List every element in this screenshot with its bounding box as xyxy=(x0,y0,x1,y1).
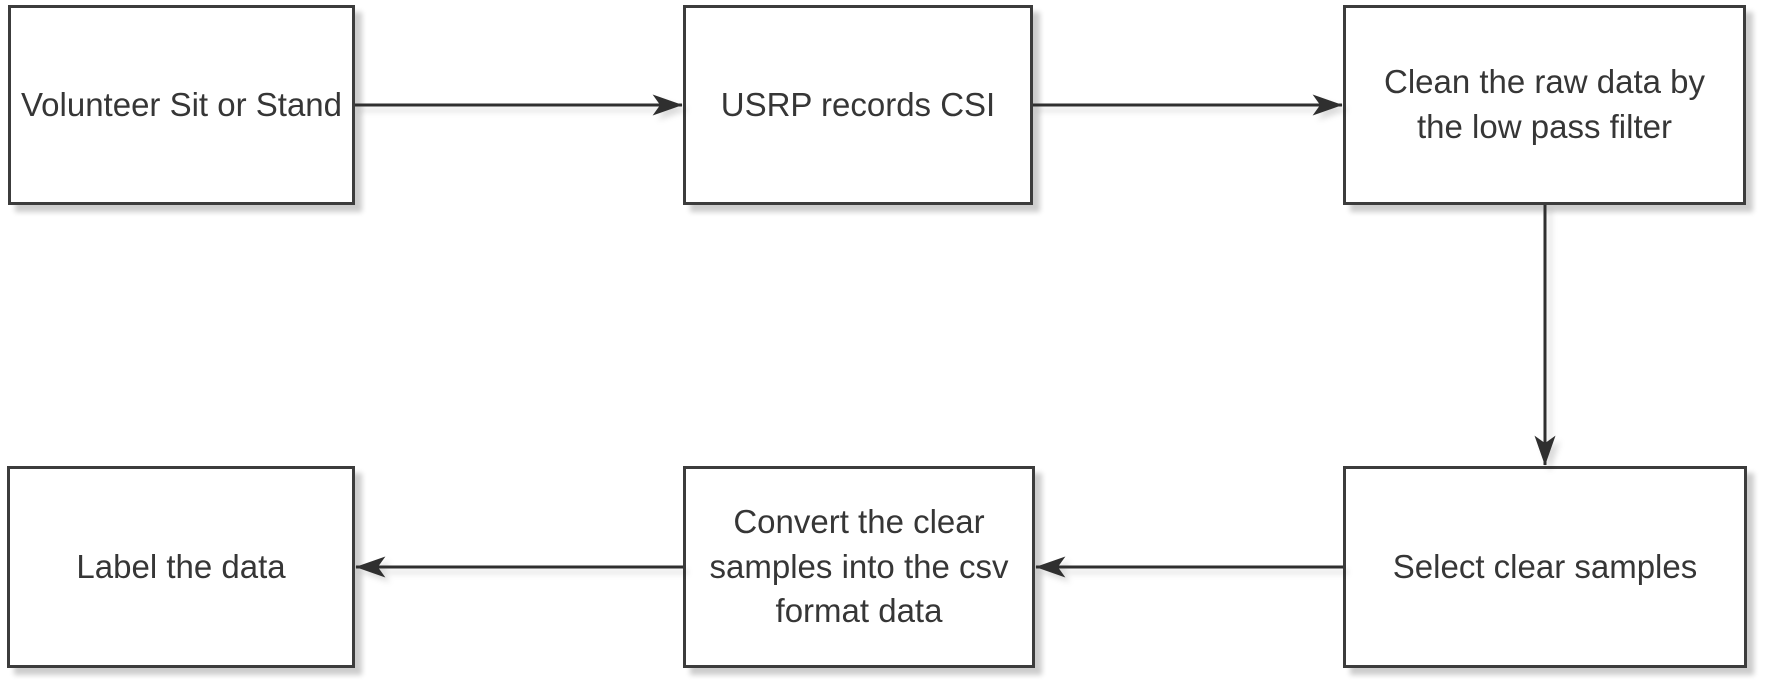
flow-node-clean-raw-data: Clean the raw data by the low pass filte… xyxy=(1343,5,1746,205)
flow-node-label: Label the data xyxy=(76,547,286,585)
flow-node-label: USRP records CSI xyxy=(720,85,996,123)
flow-node-label: Volunteer Sit or Stand xyxy=(20,85,343,123)
flow-node-label: Select clear samples xyxy=(1392,547,1698,585)
flow-node-usrp-records-csi: USRP records CSI xyxy=(683,5,1033,205)
flow-node-label: Clean the raw data by the low pass filte… xyxy=(1383,63,1706,145)
flow-node-volunteer-sit-or-stand: Volunteer Sit or Stand xyxy=(8,5,355,205)
flow-node-convert-to-csv: Convert the clear samples into the csv f… xyxy=(683,466,1035,668)
flow-node-label: Convert the clear samples into the csv f… xyxy=(709,502,1009,630)
flow-node-label-the-data: Label the data xyxy=(7,466,355,668)
flow-node-select-clear-samples: Select clear samples xyxy=(1343,466,1747,668)
